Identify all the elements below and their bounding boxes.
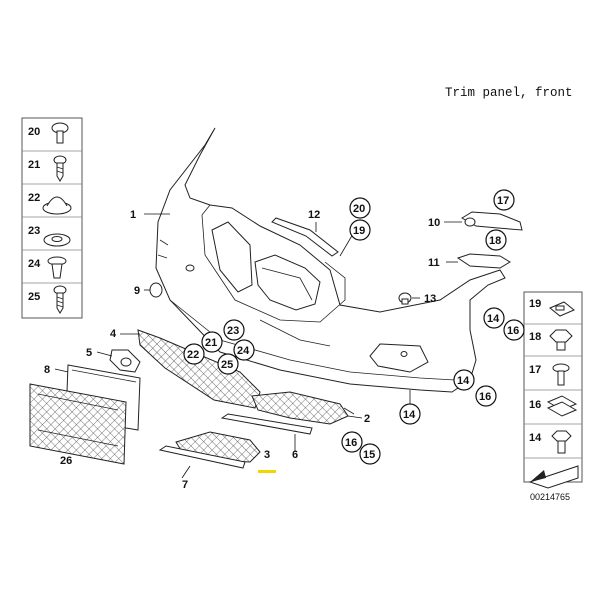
- label-6: 6: [292, 449, 298, 461]
- screw-17-icon: [552, 363, 570, 386]
- left-col-21: 21: [28, 159, 40, 171]
- bolt-14-icon: [551, 430, 572, 454]
- rivet-24-icon: [47, 256, 67, 279]
- label-11: 11: [428, 257, 440, 269]
- license-plate-carrier-26: [29, 383, 127, 465]
- label-7: 7: [182, 479, 188, 491]
- label-3: 3: [264, 449, 270, 461]
- bracket-11-icon: [456, 253, 511, 269]
- clip-19-icon: [549, 301, 575, 317]
- right-col-16: 16: [529, 399, 541, 411]
- front-bumper-trim-panel: [155, 127, 506, 393]
- left-col-23: 23: [28, 225, 40, 237]
- left-col-25: 25: [28, 291, 40, 303]
- highlight-bar: [258, 470, 276, 473]
- callout-18: 18: [489, 235, 501, 247]
- label-2: 2: [364, 413, 370, 425]
- left-col-24: 24: [28, 258, 41, 270]
- label-10: 10: [428, 217, 440, 229]
- callout-16c: 16: [345, 437, 357, 449]
- left-panel-frame: [21, 117, 83, 319]
- callout-22: 22: [187, 349, 199, 361]
- bracket-5-icon: [109, 349, 141, 373]
- callout-14b: 14: [457, 375, 470, 387]
- label-12: 12: [308, 209, 320, 221]
- callout-24: 24: [237, 345, 250, 357]
- right-panel-frame: [523, 291, 583, 483]
- right-col-17: 17: [529, 364, 541, 376]
- screw-21-icon: [53, 155, 67, 182]
- nut-18-icon: [549, 329, 573, 351]
- callout-23: 23: [227, 325, 239, 337]
- diagram-number: 00214765: [530, 492, 571, 502]
- direction-arrow-icon: [528, 465, 579, 489]
- callout-20: 20: [353, 203, 365, 215]
- callout-16b: 16: [479, 391, 491, 403]
- right-grille-2: [251, 391, 355, 425]
- clip-16-icon: [546, 395, 578, 417]
- trim-strip-7: [158, 445, 246, 469]
- right-col-19: 19: [529, 298, 541, 310]
- callout-14c: 14: [403, 409, 416, 421]
- bracket-10-icon: [461, 211, 523, 231]
- callout-16a: 16: [507, 325, 519, 337]
- callout-14a: 14: [487, 313, 500, 325]
- washer-23-icon: [43, 233, 71, 247]
- left-col-22: 22: [28, 192, 40, 204]
- screw-25-icon: [53, 285, 67, 314]
- label-8: 8: [44, 364, 50, 376]
- left-col-20: 20: [28, 126, 40, 138]
- part-12-strip: [271, 217, 339, 257]
- label-26: 26: [60, 455, 72, 467]
- callout-25: 25: [221, 359, 233, 371]
- callouts: [183, 189, 525, 465]
- cap-9-icon: [149, 282, 163, 298]
- callout-17: 17: [497, 195, 509, 207]
- callout-15: 15: [363, 449, 375, 461]
- right-col-18: 18: [529, 331, 541, 343]
- grommet-22-icon: [42, 196, 72, 215]
- callout-21: 21: [205, 337, 217, 349]
- clip-13-icon: [398, 292, 412, 305]
- label-9: 9: [134, 285, 140, 297]
- right-col-14: 14: [529, 432, 542, 444]
- label-4: 4: [110, 328, 117, 340]
- label-5: 5: [86, 347, 92, 359]
- callout-19: 19: [353, 225, 365, 237]
- label-13: 13: [424, 293, 436, 305]
- right-fastener-panel: 19 18 17 16 14: [523, 291, 583, 489]
- diagram-title: Trim panel, front: [445, 86, 573, 100]
- left-fastener-panel: 20 21 22 23 24 25: [21, 117, 83, 319]
- label-1: 1: [130, 209, 136, 221]
- screw-20-icon: [51, 122, 69, 144]
- trim-strip-6: [220, 413, 313, 435]
